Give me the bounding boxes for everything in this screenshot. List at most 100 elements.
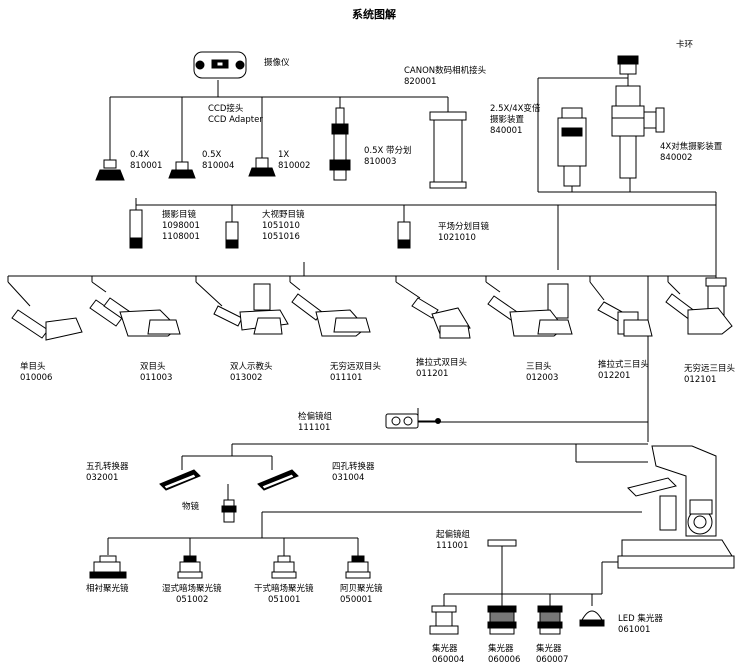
led-collector-label: LED 集光器 061001	[618, 614, 663, 636]
polarizer-set-label: 检偏镜组 111101	[298, 412, 332, 434]
adapter-04x-label: 0.4X 810001	[130, 150, 162, 172]
adapter-05x-reticle-name: 0.5X 带分划	[364, 146, 412, 156]
nosepiece-5-code: 032001	[86, 473, 119, 483]
microscope-stand-shape	[617, 445, 735, 569]
condenser-name: 湿式暗场聚光镜	[162, 584, 222, 594]
condenser-label-wet-dark: 湿式暗场聚光镜 051002	[162, 584, 222, 606]
zoom-photo-device-shape	[557, 107, 587, 187]
camera-label: 摄像仪	[264, 58, 290, 68]
polarizer-set-shape	[385, 413, 441, 429]
zoom-photo-name-1: 2.5X/4X变倍	[490, 104, 541, 114]
head-pushpull-binocular-shape	[411, 297, 471, 339]
nosepiece-4-code: 031004	[332, 473, 365, 483]
adapter-05x-reticle-label: 0.5X 带分划 810003	[364, 146, 412, 168]
condenser-label-abbe: 阿贝聚光镜 050001	[340, 584, 383, 606]
collector-name: 集光器	[432, 644, 458, 654]
adapter-05x-code: 810004	[202, 161, 235, 171]
head-infinity-binocular-shape	[291, 293, 371, 337]
adapter-1x-label: 1X 810002	[278, 150, 310, 172]
collector-code: 060006	[488, 655, 521, 665]
page-title: 系统图解	[352, 8, 396, 21]
adapter-05x-name: 0.5X	[202, 150, 222, 160]
collector-label-060007: 集光器 060007	[536, 644, 568, 666]
adapter-05x-reticle-code: 810003	[364, 157, 397, 167]
camera-body	[193, 51, 247, 79]
condenser-name: 干式暗场聚光镜	[254, 584, 314, 594]
head-label-infinity-binocular: 无穷远双目头 011101	[330, 362, 381, 384]
head-label-infinity-trinocular: 无穷远三目头 012101	[684, 364, 735, 386]
collector-label-060004: 集光器 060004	[432, 644, 464, 666]
polarizer-unit-code: 111001	[436, 541, 469, 551]
led-collector-code: 061001	[618, 625, 651, 635]
nosepiece-5-name: 五孔转换器	[86, 462, 129, 472]
head-teaching-shape	[213, 283, 289, 335]
head-name: 推拉式三目头	[598, 360, 650, 370]
head-name: 单目头	[20, 362, 46, 372]
wide-eyepiece-shape	[225, 221, 239, 249]
adapter-05x-reticle-shape	[329, 107, 351, 181]
collector-060004-shape	[429, 605, 459, 635]
head-name: 推拉式双目头	[416, 358, 468, 368]
collector-code: 060007	[536, 655, 569, 665]
connector-lines	[7, 64, 717, 606]
adapter-05x-label: 0.5X 810004	[202, 150, 234, 172]
adapter-1x-code: 810002	[278, 161, 311, 171]
nosepiece-4-label: 四孔转换器 031004	[332, 462, 375, 484]
condenser-abbe-shape	[345, 555, 371, 579]
collector-name: 集光器	[488, 644, 514, 654]
collector-name: 集光器	[536, 644, 562, 654]
head-code: 011201	[416, 369, 449, 379]
focus-photo-name: 4X对焦摄影装置	[660, 142, 723, 152]
adapter-04x-shape	[95, 159, 125, 181]
clamp-ring-label: 卡环	[676, 40, 694, 50]
focus-photo-code: 840002	[660, 153, 693, 163]
wide-eyepiece-name: 大视野目镜	[262, 210, 305, 220]
head-binocular-shape	[89, 297, 181, 337]
head-label-binocular: 双目头 011003	[140, 362, 172, 384]
canon-adapter-label: CANON数码相机接头 820001	[404, 66, 486, 88]
wide-eyepiece-code-2: 1051016	[262, 232, 300, 242]
head-monocular-shape	[11, 309, 83, 341]
head-name: 三目头	[526, 362, 552, 372]
canon-adapter-name: CANON数码相机接头	[404, 66, 487, 76]
zoom-photo-code: 840001	[490, 126, 523, 136]
ccd-adapter-name-en: CCD Adapter	[208, 115, 263, 125]
condenser-phase-shape	[89, 555, 127, 579]
zoom-photo-name-2: 摄影装置	[490, 115, 525, 125]
polarizer-unit-label: 起偏镜组 111001	[436, 530, 470, 552]
objective-shape	[221, 499, 237, 523]
adapter-04x-code: 810001	[130, 161, 163, 171]
canon-adapter-shape	[429, 111, 467, 189]
collector-060006-shape	[487, 605, 517, 635]
head-name: 双目头	[140, 362, 166, 372]
head-code: 012003	[526, 373, 559, 383]
adapter-1x-shape	[248, 157, 276, 177]
condenser-code: 050001	[340, 595, 373, 605]
led-collector-shape	[579, 610, 605, 627]
wide-eyepiece-label: 大视野目镜 1051010 1051016	[262, 210, 305, 243]
focus-photo-label: 4X对焦摄影装置 840002	[660, 142, 722, 164]
focus-photo-device-shape	[611, 55, 665, 179]
collector-060007-shape	[537, 605, 563, 635]
head-code: 013002	[230, 373, 263, 383]
canon-adapter-code: 820001	[404, 77, 437, 87]
head-code: 010006	[20, 373, 53, 383]
nosepiece-5-hole-shape	[159, 469, 201, 491]
head-trinocular-shape	[487, 283, 573, 337]
nosepiece-5-label: 五孔转换器 032001	[86, 462, 129, 484]
condenser-name: 阿贝聚光镜	[340, 584, 383, 594]
condenser-label-dry-dark: 干式暗场聚光镜 051001	[254, 584, 314, 606]
collector-label-060006: 集光器 060006	[488, 644, 520, 666]
objective-label: 物镜	[182, 502, 200, 512]
adapter-04x-name: 0.4X	[130, 150, 150, 160]
photo-eyepiece-code-2: 1108001	[162, 232, 200, 242]
nosepiece-4-hole-shape	[257, 469, 299, 491]
head-code: 011003	[140, 373, 173, 383]
head-code: 011101	[330, 373, 363, 383]
adapter-1x-name: 1X	[278, 150, 290, 160]
condenser-dry-dark-shape	[271, 555, 297, 579]
head-label-pushpull-binocular: 推拉式双目头 011201	[416, 358, 467, 380]
condenser-name: 相衬聚光镜	[86, 584, 129, 594]
